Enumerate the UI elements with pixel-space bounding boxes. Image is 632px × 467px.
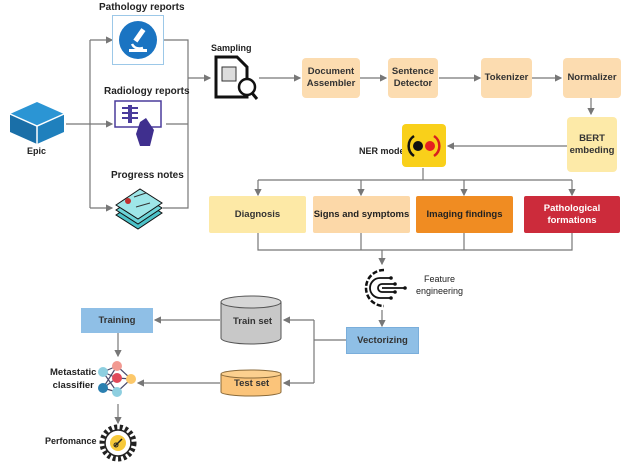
document-assembler-box: Document Assembler: [302, 58, 360, 98]
microscope-icon: [119, 21, 157, 59]
epic-node: [8, 100, 66, 150]
pathology-label: Pathology reports: [99, 2, 185, 13]
bert-embedding-box: BERT embeding: [567, 117, 617, 172]
wire-entity-bottom: [257, 233, 573, 251]
xray-icon: [114, 100, 162, 146]
progress-notes-node: [112, 185, 164, 233]
entity-diagnosis: Diagnosis: [209, 196, 306, 233]
tokenizer-box: Tokenizer: [481, 58, 532, 98]
ner-model-label: NER model: [359, 146, 408, 156]
performance-gauge-icon: [99, 424, 137, 462]
radiology-label: Radiology reports: [104, 86, 190, 97]
database-icon: [220, 369, 282, 397]
entity-imaging-findings: Imaging findings: [416, 196, 513, 233]
entity-signs-symptoms: Signs and symptoms: [313, 196, 410, 233]
train-set-label: Train set: [233, 316, 273, 327]
notes-stack-icon: [115, 188, 163, 230]
feature-engineering-label: Feature engineering: [416, 274, 464, 297]
radiology-reports-node: [114, 100, 166, 148]
sampling-node: [213, 55, 259, 101]
progress-label: Progress notes: [111, 170, 184, 181]
test-set-db: [220, 369, 282, 397]
epic-label: Epic: [27, 146, 47, 156]
neural-network-icon: [97, 360, 139, 404]
entity-pathological-formations: Pathological formations: [524, 196, 620, 233]
database-icon: [220, 295, 282, 345]
training-box: Training: [81, 308, 153, 333]
sampling-label: Sampling: [211, 43, 252, 53]
feature-engineering-icon: [360, 266, 408, 310]
pathology-reports-node: [112, 15, 164, 65]
test-set-label: Test set: [234, 378, 270, 389]
performance-label: Perfomance: [45, 436, 97, 446]
sentence-detector-box: Sentence Detector: [388, 58, 438, 98]
vectorizing-box: Vectorizing: [346, 327, 419, 354]
train-set-db: [220, 295, 282, 345]
document-search-icon: [214, 55, 259, 100]
classifier-label: Metastatic classifier: [50, 367, 97, 391]
database-cube-icon: [9, 102, 65, 144]
ner-model-icon: [402, 124, 446, 167]
normalizer-box: Normalizer: [563, 58, 621, 98]
